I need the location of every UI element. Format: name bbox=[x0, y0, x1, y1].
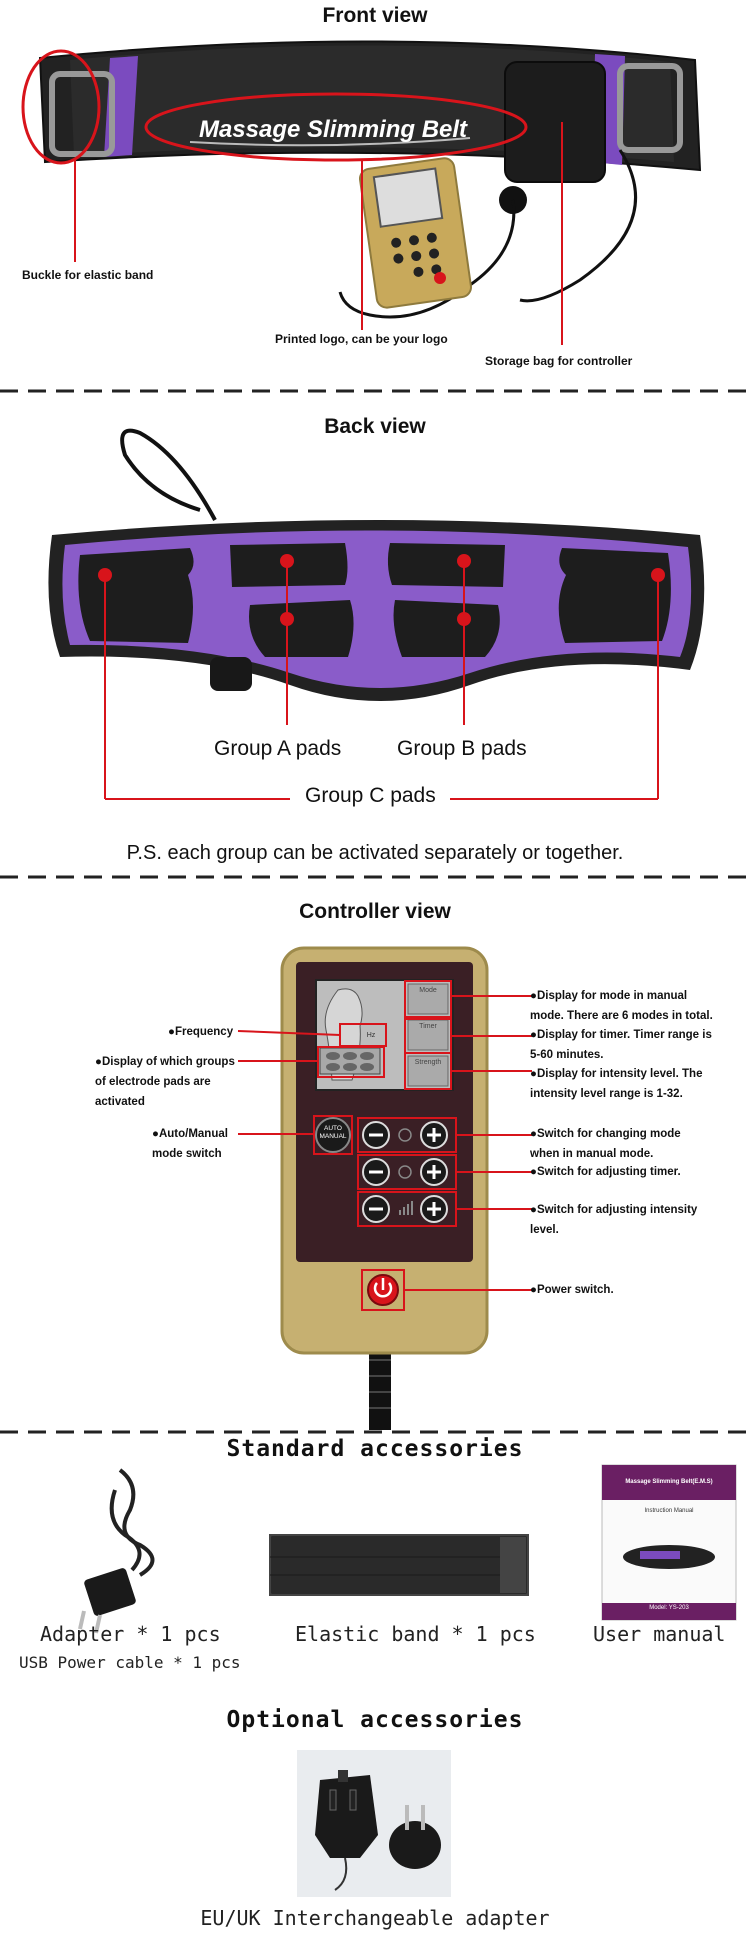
user-manual-label: User manual bbox=[593, 1622, 726, 1646]
back-note: P.S. each group can be activated separat… bbox=[126, 842, 624, 864]
eu-uk-adapter-label: EU/UK Interchangeable adapter bbox=[200, 1906, 550, 1930]
standard-accessories-illustration bbox=[78, 1464, 737, 1634]
auto-manual-button: AUTO MANUAL bbox=[316, 1125, 350, 1141]
timer-display-callout: ●Display for timer. Timer range is 5-60 … bbox=[530, 1029, 712, 1061]
storage-caption: Storage bag for controller bbox=[485, 354, 633, 368]
group-a-label: Group A pads bbox=[214, 737, 342, 760]
power-switch-callout: ●Power switch. bbox=[530, 1284, 614, 1296]
elastic-band-label: Elastic band * 1 pcs bbox=[295, 1622, 536, 1646]
manual-cover-model: Model: YS-203 bbox=[649, 1605, 689, 1611]
group-c-label: Group C pads bbox=[305, 784, 436, 807]
standard-accessories-title: Standard accessories bbox=[226, 1436, 524, 1462]
controller-illustration: Mode Timer Strength Hz bbox=[0, 946, 750, 1434]
eu-uk-adapter-illustration bbox=[297, 1750, 451, 1897]
auto-label: AUTO bbox=[324, 1125, 342, 1132]
back-belt-illustration bbox=[0, 428, 750, 879]
mode-display-callout: ●Display for mode in manual mode. There … bbox=[530, 990, 713, 1022]
groups-callout: ●Display of which groups of electrode pa… bbox=[95, 1056, 235, 1108]
manual-cover-sub: Instruction Manual bbox=[644, 1508, 694, 1514]
intensity-switch-callout: ●Switch for adjusting intensity level. bbox=[530, 1204, 698, 1236]
belt-logo-text: Massage Slimming Belt bbox=[199, 116, 468, 143]
auto-manual-callout: ●Auto/Manual mode switch bbox=[152, 1128, 228, 1160]
front-view-title: Front view bbox=[322, 4, 428, 27]
adapter-label: Adapter * 1 pcs bbox=[40, 1622, 221, 1646]
frequency-callout: ●Frequency bbox=[168, 1026, 234, 1038]
lcd-hz-label: Hz bbox=[367, 1032, 376, 1039]
usb-cable-label: USB Power cable * 1 pcs bbox=[19, 1653, 241, 1672]
intensity-display-callout: ●Display for intensity level. The intens… bbox=[530, 1068, 703, 1100]
optional-accessories-title: Optional accessories bbox=[226, 1707, 524, 1733]
group-b-label: Group B pads bbox=[397, 737, 527, 760]
manual-cover-heading: Massage Slimming Belt(E.M.S) bbox=[625, 1479, 713, 1485]
buckle-caption: Buckle for elastic band bbox=[22, 268, 154, 282]
front-belt-illustration: Massage Slimming Belt bbox=[0, 40, 750, 393]
lcd-timer-label: Timer bbox=[419, 1023, 437, 1030]
logo-caption: Printed logo, can be your logo bbox=[275, 332, 448, 346]
timer-switch-callout: ●Switch for adjusting timer. bbox=[530, 1166, 681, 1178]
back-view-title: Back view bbox=[324, 415, 426, 438]
mode-switch-callout: ●Switch for changing mode when in manual… bbox=[530, 1128, 681, 1160]
manual-label: MANUAL bbox=[319, 1133, 347, 1140]
lcd-mode-label: Mode bbox=[419, 987, 437, 994]
controller-view-title: Controller view bbox=[299, 900, 451, 923]
lcd-strength-label: Strength bbox=[415, 1059, 442, 1066]
